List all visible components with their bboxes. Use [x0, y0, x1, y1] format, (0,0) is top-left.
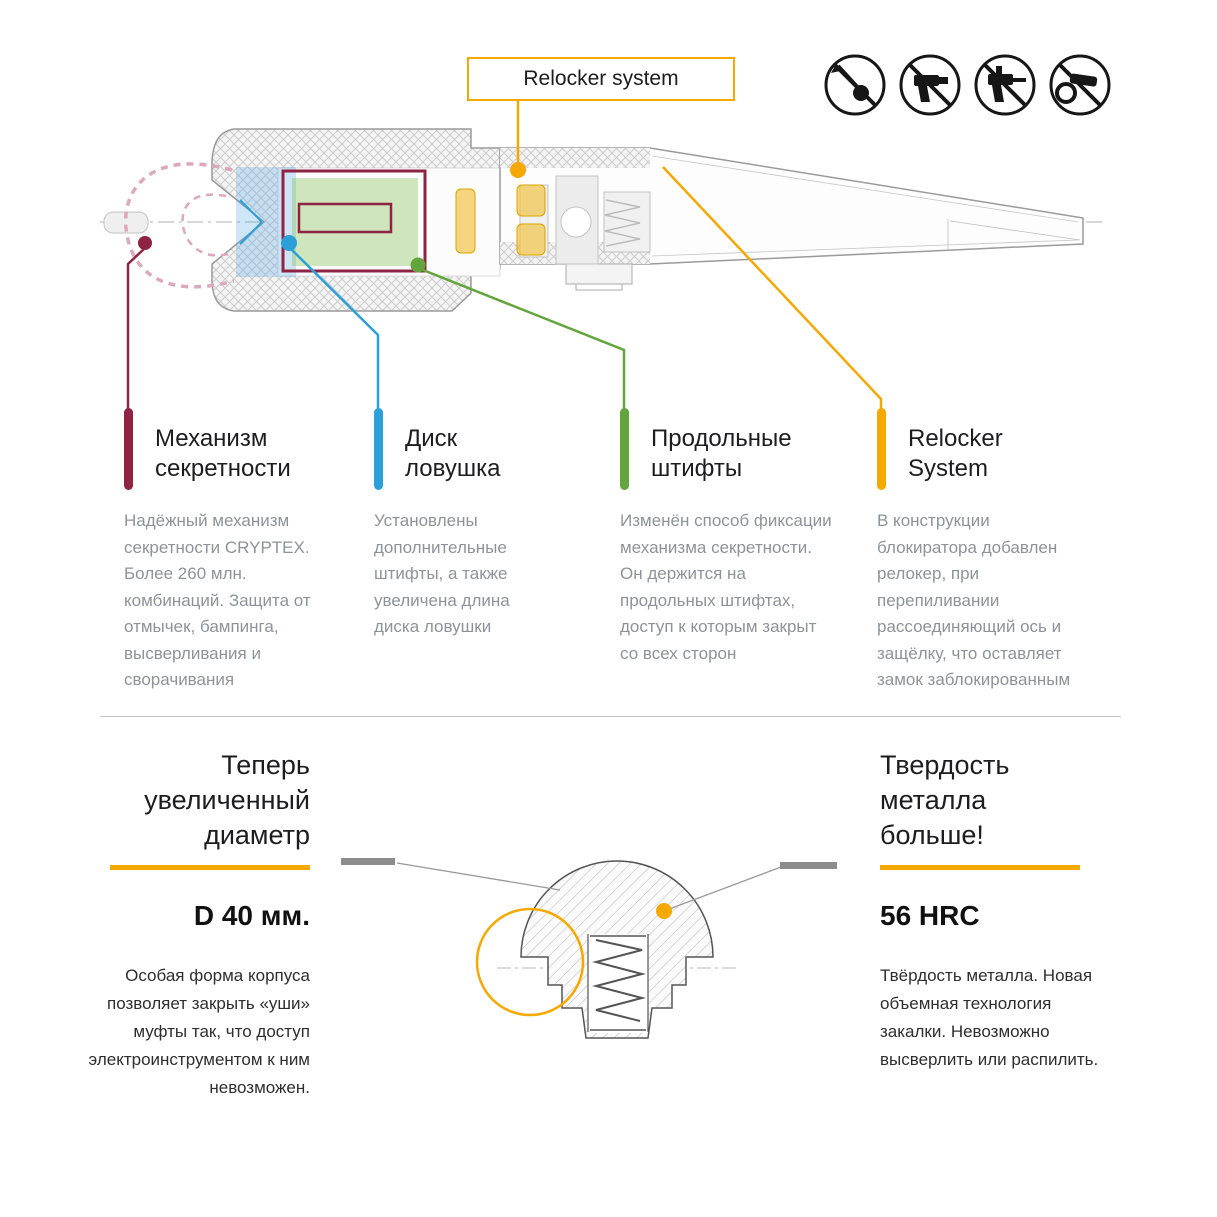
spring [587, 934, 649, 1032]
callout-title: Механизм секретности [155, 425, 291, 482]
yellow-underline [880, 865, 1080, 870]
relocker-dot [656, 903, 672, 919]
yellow-underline [110, 865, 310, 870]
right-gray-bar [780, 862, 837, 869]
leader-maroon [126, 247, 146, 409]
callout-column-secret-mechanism: Механизм секретности Надёжный механизм с… [124, 408, 336, 694]
left-leader-line [396, 862, 561, 891]
yellow-dot [510, 162, 526, 178]
diameter-feature: Теперь увеличенный диаметр D 40 мм. Особ… [58, 748, 310, 1102]
no-lock-picking-icon [824, 54, 886, 116]
longitudinal-pins-highlight [292, 178, 418, 266]
callout-title: Продольные штифты [651, 425, 792, 482]
blue-bar [374, 408, 383, 490]
green-dot [410, 257, 426, 273]
callout-dots [138, 162, 526, 273]
detail-zoom-circle [475, 907, 585, 1017]
hardness-value: 56 HRC [880, 900, 980, 931]
diameter-text: Особая форма корпуса позволяет закрыть «… [88, 966, 310, 1097]
yellow-bar [877, 408, 886, 490]
no-drill-icon [899, 54, 961, 116]
section-divider [100, 716, 1121, 717]
relocker-pins-highlight [455, 184, 546, 256]
diameter-title: Теперь увеличенный диаметр [144, 750, 310, 850]
blue-dot [281, 235, 297, 251]
secret-mechanism-highlight [281, 169, 427, 273]
no-hammer-drill-icon [974, 54, 1036, 116]
prohibition-icons [824, 54, 1111, 116]
callout-text: Установлены дополнительные штифты, а так… [374, 511, 510, 636]
callout-column-disc-trap: Диск ловушка Установлены дополнительные … [374, 408, 549, 641]
hardness-feature: Твердость металла больше! 56 HRC Твёрдос… [880, 748, 1120, 1074]
right-leader-line [663, 866, 782, 912]
leader-green [417, 266, 626, 409]
disc-trap-highlight [236, 167, 296, 277]
hardness-text: Твёрдость металла. Новая объемная технол… [880, 966, 1099, 1069]
leader-blue [288, 246, 380, 409]
no-angle-grinder-icon [1049, 54, 1111, 116]
callout-leader-lines [126, 100, 883, 409]
diameter-value: D 40 мм. [193, 900, 310, 931]
left-gray-bar [341, 858, 395, 865]
callout-title: Диск ловушка [405, 425, 501, 482]
callout-text: В конструкции блокиратора добавлен релок… [877, 511, 1071, 689]
leader-yellow [662, 166, 883, 409]
relocker-system-label: Relocker system [523, 67, 679, 90]
maroon-dot [138, 236, 152, 250]
hardness-title: Твердость металла больше! [880, 750, 1010, 850]
shackle-dashed-outline [123, 162, 235, 289]
pin-spring-drawing [341, 858, 837, 1039]
callout-text: Изменён способ фиксации механизма секрет… [620, 511, 832, 663]
callout-title: Relocker System [908, 425, 1003, 482]
green-bar [620, 408, 629, 490]
lock-cutaway-diagram [100, 100, 1105, 409]
maroon-bar [124, 408, 133, 490]
callout-column-longitudinal-pins: Продольные штифты Изменён способ фиксаци… [620, 408, 832, 667]
callout-text: Надёжный механизм секретности CRYPTEX. Б… [124, 511, 311, 689]
relocker-system-label-box: Relocker system [467, 57, 735, 101]
callout-column-relocker-system: Relocker System В конструкции блокиратор… [877, 408, 1092, 694]
